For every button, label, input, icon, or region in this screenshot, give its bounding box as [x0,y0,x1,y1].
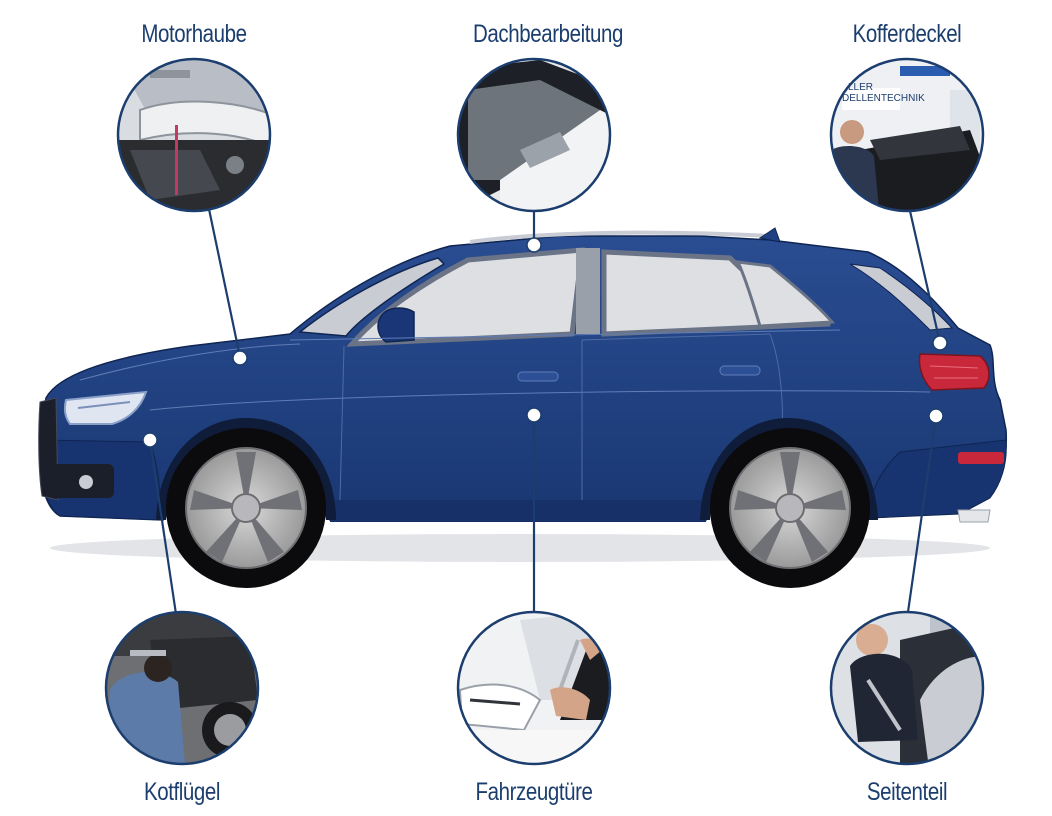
label-motorhaube-text: Motorhaube [141,20,247,48]
fog-light [79,475,93,489]
rear-windshield [849,263,954,331]
roof-spoiler [758,227,781,243]
hotspot-dachbearbeitung[interactable] [526,237,542,253]
b-pillar [576,248,600,334]
roof-rail [469,230,771,244]
taillight-lines [929,365,979,379]
headlight-strip [77,401,131,409]
character-line [149,390,931,411]
connector-seitenteil [906,415,938,613]
front-door-handle [517,371,559,382]
label-dachbearbeitung-text: Dachbearbeitung [473,20,623,48]
connector-lines [148,189,942,615]
rear-wheel [710,428,870,588]
car-illustration [38,227,1008,588]
rear-door-handle [719,365,761,376]
headlight [63,390,148,425]
stamp-line-2: DELLENTECHNIK [842,93,925,104]
photo-motorhaube[interactable] [110,50,280,220]
hotspot-motorhaube[interactable] [232,350,248,366]
windshield [298,257,446,337]
label-seitenteil[interactable]: Seitenteil [858,778,956,807]
hotspot-kotfluegel[interactable] [142,432,158,448]
rear-reflector [958,452,1004,464]
front-wheel [166,428,326,588]
label-motorhaube[interactable]: Motorhaube [130,20,258,49]
label-kotfluegel[interactable]: Kotflügel [136,778,229,807]
quarter-window [735,260,836,328]
front-door-outline [339,340,583,501]
label-fahrzeugtuere-text: Fahrzeugtüre [475,778,593,806]
belt-line [289,329,841,341]
label-kofferdeckel[interactable]: Kofferdeckel [841,20,974,49]
hotspot-kofferdeckel[interactable] [932,335,948,351]
taillight [918,353,990,391]
hotspot-fahrzeugtuere[interactable] [526,407,542,423]
connector-motorhaube [203,189,242,358]
exhaust [957,509,991,523]
hood-line [79,343,301,381]
label-dachbearbeitung[interactable]: Dachbearbeitung [457,20,640,49]
connector-kofferdeckel [908,210,942,344]
photo-kotfluegel[interactable] [100,606,270,776]
label-kotfluegel-text: Kotflügel [143,778,221,806]
stamp-line-1: LLER [848,82,873,93]
photo-seitenteil[interactable] [826,606,996,776]
label-fahrzeugtuere[interactable]: Fahrzeugtüre [463,778,606,807]
photo-kofferdeckel[interactable]: LLER DELLENTECHNIK [826,50,996,220]
photo-fahrzeugtuere[interactable] [450,606,620,776]
photo-dachbearbeitung[interactable] [450,50,620,220]
label-seitenteil-text: Seitenteil [866,778,948,806]
connector-kotfluegel [148,439,178,615]
car-sill [330,500,706,522]
label-kofferdeckel-text: Kofferdeckel [852,20,962,48]
hotspot-seitenteil[interactable] [928,408,944,424]
side-mirror [377,307,415,343]
